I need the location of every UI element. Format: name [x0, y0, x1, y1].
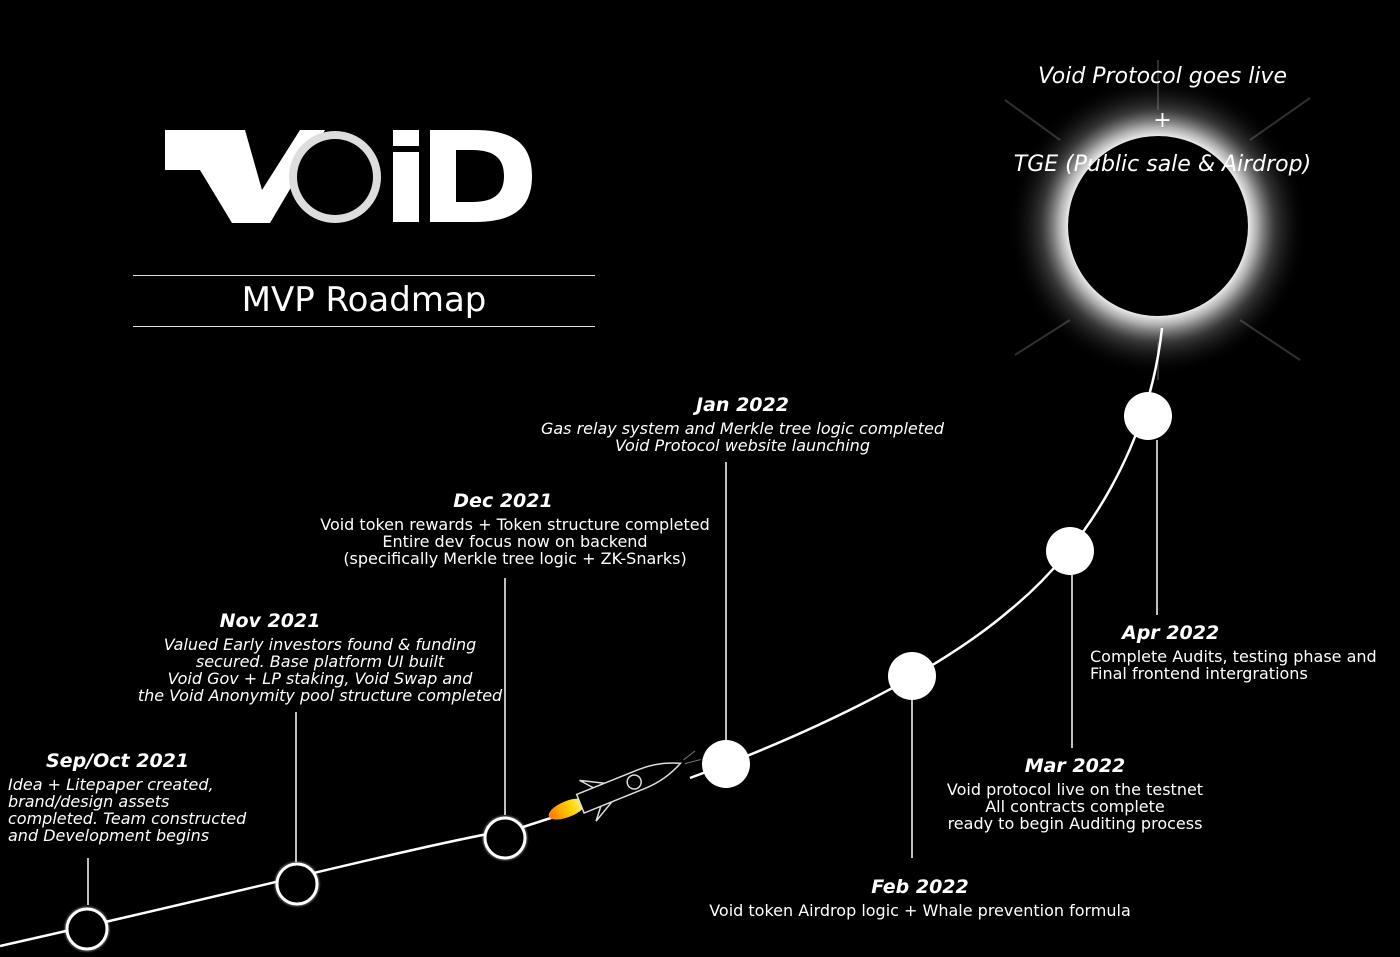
milestone-body: Complete Audits, testing phase and Final…	[1090, 647, 1377, 683]
milestone-node-apr2022	[1124, 392, 1172, 440]
eclipse-icon	[1004, 60, 1311, 380]
milestone-node-nov2021	[273, 860, 321, 908]
divider-top	[133, 275, 595, 276]
milestone-feb2022: Feb 2022 Void token Airdrop logic + Whal…	[690, 876, 1150, 919]
milestone-node-jan2022	[702, 740, 750, 788]
milestone-title: Jan 2022	[696, 394, 789, 416]
milestone-mar2022: Mar 2022 Void protocol live on the testn…	[930, 755, 1220, 832]
milestone-jan2022: Jan 2022 Gas relay system and Merkle tre…	[520, 394, 965, 454]
milestone-node-mar2022	[1046, 527, 1094, 575]
goal-line-2: +	[1153, 108, 1172, 133]
milestone-body: Idea + Litepaper created, brand/design a…	[8, 775, 247, 845]
milestone-apr2022: Apr 2022 Complete Audits, testing phase …	[1090, 622, 1390, 682]
connectors	[87, 440, 1158, 905]
page-title: MVP Roadmap	[241, 280, 487, 320]
goal-line-3: TGE (Public sale & Airdrop)	[1013, 152, 1312, 177]
milestone-body: Void protocol live on the testnet All co…	[946, 780, 1204, 833]
milestone-title: Feb 2022	[871, 876, 969, 898]
milestone-dec2021: Dec 2021 Void token rewards + Token stru…	[300, 490, 730, 567]
milestone-nov2021: Nov 2021 Valued Early investors found & …	[110, 610, 530, 704]
milestone-node-dec2021	[481, 814, 529, 862]
divider-bottom	[133, 326, 595, 327]
milestone-body: Void token Airdrop logic + Whale prevent…	[709, 901, 1131, 920]
milestone-body: Void token rewards + Token structure com…	[320, 515, 710, 568]
milestone-title: Mar 2022	[1024, 755, 1126, 777]
goal-headline: Void Protocol goes live + TGE (Public sa…	[990, 44, 1335, 198]
milestone-node-feb2022	[888, 652, 936, 700]
milestone-title: Nov 2021	[219, 610, 321, 632]
milestone-title: Sep/Oct 2021	[46, 750, 190, 772]
rocket-icon	[548, 750, 701, 822]
milestone-body: Gas relay system and Merkle tree logic c…	[540, 419, 945, 455]
milestone-sep2021: Sep/Oct 2021 Idea + Litepaper created, b…	[8, 750, 278, 844]
void-logo	[165, 130, 532, 223]
milestone-node-sep2021	[63, 905, 111, 953]
milestone-body: Valued Early investors found & funding s…	[137, 635, 503, 705]
milestone-title: Apr 2022	[1122, 622, 1220, 644]
milestone-title: Dec 2021	[453, 490, 553, 512]
goal-line-1: Void Protocol goes live	[1037, 64, 1287, 89]
